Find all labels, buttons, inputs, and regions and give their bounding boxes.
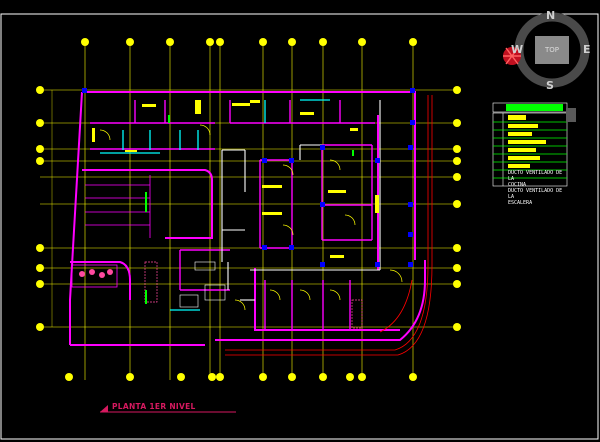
restroom-hatch — [71, 261, 363, 329]
grid-bubbles-right — [453, 86, 461, 331]
cyan-accents — [100, 99, 330, 311]
green-markers — [145, 115, 354, 304]
fixtures-yellow — [92, 100, 379, 258]
viewcube-north-label[interactable]: N — [546, 9, 556, 22]
legend-box — [492, 102, 576, 187]
legend-line-1: DUCTO VENTILADO DE LA — [508, 170, 563, 182]
viewcube-top-face[interactable]: TOP — [535, 36, 569, 64]
grid-bubbles-top — [81, 38, 417, 46]
interior-walls — [90, 100, 375, 330]
parking-stripes — [85, 175, 151, 238]
pipe-routes — [221, 100, 381, 301]
legend-line-4: ESCALERA — [508, 200, 533, 206]
viewcube-west-label[interactable]: W — [511, 43, 524, 56]
grid-bubbles-bottom — [65, 373, 417, 381]
legend-line-3: DUCTO VENTILADO DE LA — [508, 188, 563, 200]
ramp-curve-hatch — [225, 95, 433, 356]
title-marker-icon — [100, 405, 108, 412]
grid-lines-vertical — [84, 42, 414, 380]
door-swings — [99, 124, 403, 311]
legend-notes: DUCTO VENTILADO DE LA COCINA DUCTO VENTI… — [508, 170, 568, 206]
drawing-title: PLANTA 1ER NIVEL — [112, 402, 196, 411]
grid-lines-horizontal — [40, 89, 458, 328]
viewcube-south-label[interactable]: S — [546, 79, 554, 92]
structural-columns — [82, 88, 415, 267]
outer-walls — [69, 91, 426, 346]
grid-bubbles-left — [36, 86, 44, 331]
legend-line-2: COCINA — [508, 182, 527, 188]
viewcube-east-label[interactable]: E — [583, 43, 591, 56]
viewport-frame — [0, 13, 599, 440]
ucs-icon — [503, 47, 521, 65]
